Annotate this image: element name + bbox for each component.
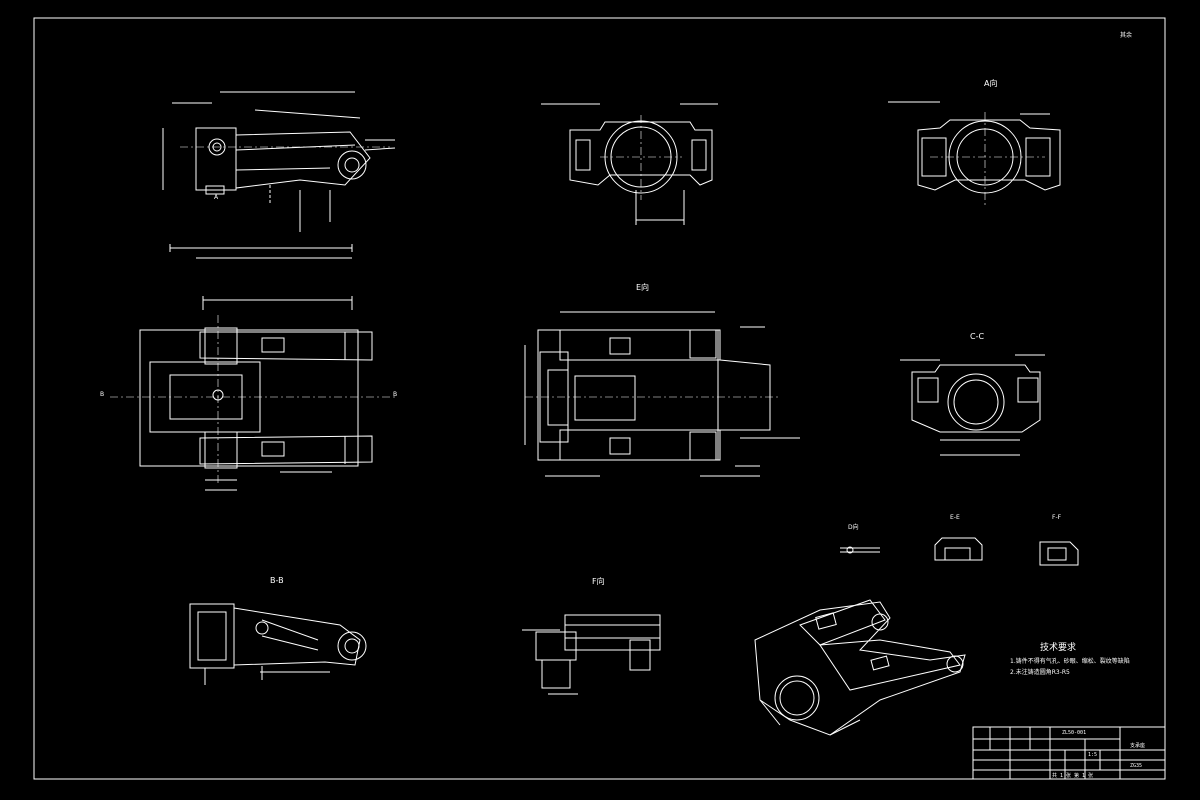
view-plan (110, 296, 395, 491)
title-view-a: A向 (984, 79, 998, 88)
title-section-f-f: F-F (1052, 514, 1062, 521)
title-section-c-c: C-C (970, 332, 985, 341)
section-mark-b-right: B (393, 391, 398, 398)
view-side-elevation (162, 91, 396, 259)
title-section-e-e: E-E (950, 514, 960, 521)
view-e-direction (524, 311, 800, 477)
view-front (541, 103, 718, 225)
title-block-drawing-no: ZL50-001 (1062, 730, 1087, 736)
tech-requirements-heading: 技术要求 (1040, 643, 1077, 653)
title-view-f: F向 (592, 577, 605, 586)
view-f-direction (522, 614, 661, 695)
sheet-border (33, 17, 1166, 780)
tech-requirement-1: 1.铸件不得有气孔、砂眼、缩松、裂纹等缺陷 (1010, 658, 1130, 665)
tech-requirement-2: 2.未注铸造圆角R3-R5 (1010, 669, 1070, 676)
view-section-c-c (900, 354, 1045, 456)
title-view-e: E向 (636, 283, 650, 292)
roughness-note: 其余 (1120, 32, 1133, 39)
title-block-sheet: 共 1 张 第 1 张 (1052, 773, 1094, 779)
title-block-scale: 1:5 (1088, 752, 1098, 758)
isometric-view (754, 599, 966, 736)
title-block-part-name: 支承座 (1130, 743, 1146, 749)
view-a-direction (888, 101, 1061, 205)
title-block (972, 726, 1166, 780)
section-mark-a: A (214, 194, 219, 201)
view-section-b-b (189, 603, 367, 685)
title-section-b-b: B-B (270, 576, 284, 585)
title-view-d: D向 (848, 524, 859, 531)
view-section-f-f (1039, 541, 1079, 566)
view-d-direction (840, 546, 880, 554)
section-mark-b-left: B (100, 391, 105, 398)
title-block-material: ZG35 (1130, 763, 1143, 769)
view-section-e-e (934, 537, 983, 561)
